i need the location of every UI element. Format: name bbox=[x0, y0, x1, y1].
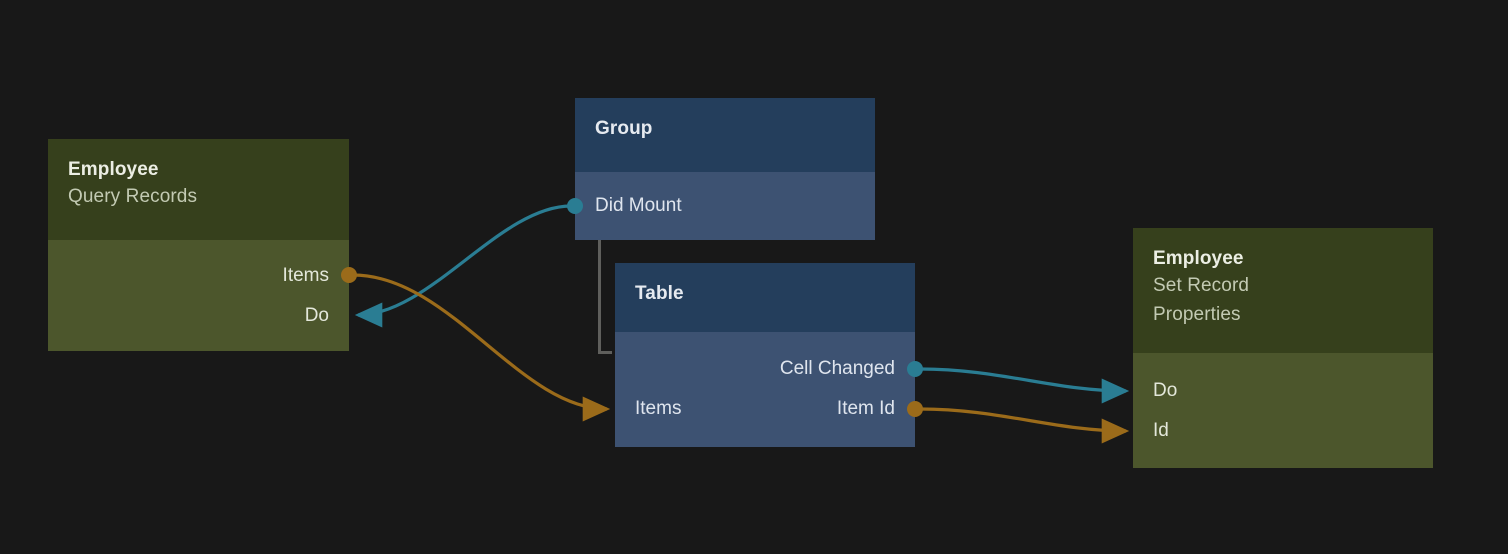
node-header-group: Group bbox=[575, 98, 875, 172]
node-header-table: Table bbox=[615, 263, 915, 332]
wire-did-mount-to-do bbox=[354, 204, 572, 328]
port-do-input[interactable]: Do bbox=[305, 304, 329, 328]
port-label: Item Id bbox=[836, 398, 895, 419]
wire-item-id-to-id bbox=[919, 407, 1130, 444]
node-title: Employee bbox=[68, 159, 159, 180]
node-subtitle: Query Records bbox=[68, 186, 198, 207]
port-cell-changed-output[interactable]: Cell Changed bbox=[780, 357, 895, 381]
port-dot-item-id-orange[interactable] bbox=[907, 401, 923, 417]
group-child-bracket bbox=[598, 240, 612, 354]
port-label: Cell Changed bbox=[779, 358, 895, 379]
node-group[interactable]: Group Did Mount bbox=[567, 98, 875, 240]
node-header-query-records: Employee Query Records bbox=[48, 139, 349, 240]
port-dot-cell-changed-teal[interactable] bbox=[907, 361, 923, 377]
node-subtitle-line-2: Properties bbox=[1153, 304, 1241, 325]
node-body-table: Cell Changed Items Item Id bbox=[615, 332, 915, 447]
port-item-id-output[interactable]: Item Id bbox=[837, 397, 895, 421]
node-body-set-record-properties: Do Id bbox=[1133, 353, 1433, 468]
wire-cell-changed-to-do bbox=[919, 367, 1130, 404]
port-label: Items bbox=[635, 398, 682, 419]
port-label: Do bbox=[1153, 380, 1178, 401]
port-dot-did-mount-teal[interactable] bbox=[567, 198, 583, 214]
node-header-set-record-properties: Employee Set Record Properties bbox=[1133, 228, 1433, 353]
port-id-input[interactable]: Id bbox=[1153, 419, 1169, 443]
node-table[interactable]: Table Cell Changed Items Item Id bbox=[615, 263, 923, 447]
port-label: Do bbox=[304, 305, 329, 326]
port-label: Id bbox=[1153, 420, 1169, 441]
node-employee-query-records[interactable]: Employee Query Records Items Do bbox=[48, 139, 357, 351]
node-title: Employee bbox=[1153, 248, 1244, 269]
port-label: Items bbox=[282, 265, 329, 286]
node-employee-set-record-properties[interactable]: Employee Set Record Properties Do Id bbox=[1133, 228, 1433, 468]
node-body-query-records: Items Do bbox=[48, 240, 349, 351]
port-did-mount-output[interactable]: Did Mount bbox=[595, 194, 682, 218]
node-title: Table bbox=[635, 283, 684, 304]
wire-items-to-items bbox=[352, 273, 611, 422]
port-items-input[interactable]: Items bbox=[635, 397, 681, 421]
port-label: Did Mount bbox=[595, 195, 682, 216]
port-items-output[interactable]: Items bbox=[283, 264, 329, 288]
node-body-group: Did Mount bbox=[575, 172, 875, 240]
port-do-input[interactable]: Do bbox=[1153, 379, 1177, 403]
node-subtitle-line-1: Set Record bbox=[1153, 275, 1250, 296]
port-dot-items-orange[interactable] bbox=[341, 267, 357, 283]
node-title: Group bbox=[595, 118, 653, 139]
